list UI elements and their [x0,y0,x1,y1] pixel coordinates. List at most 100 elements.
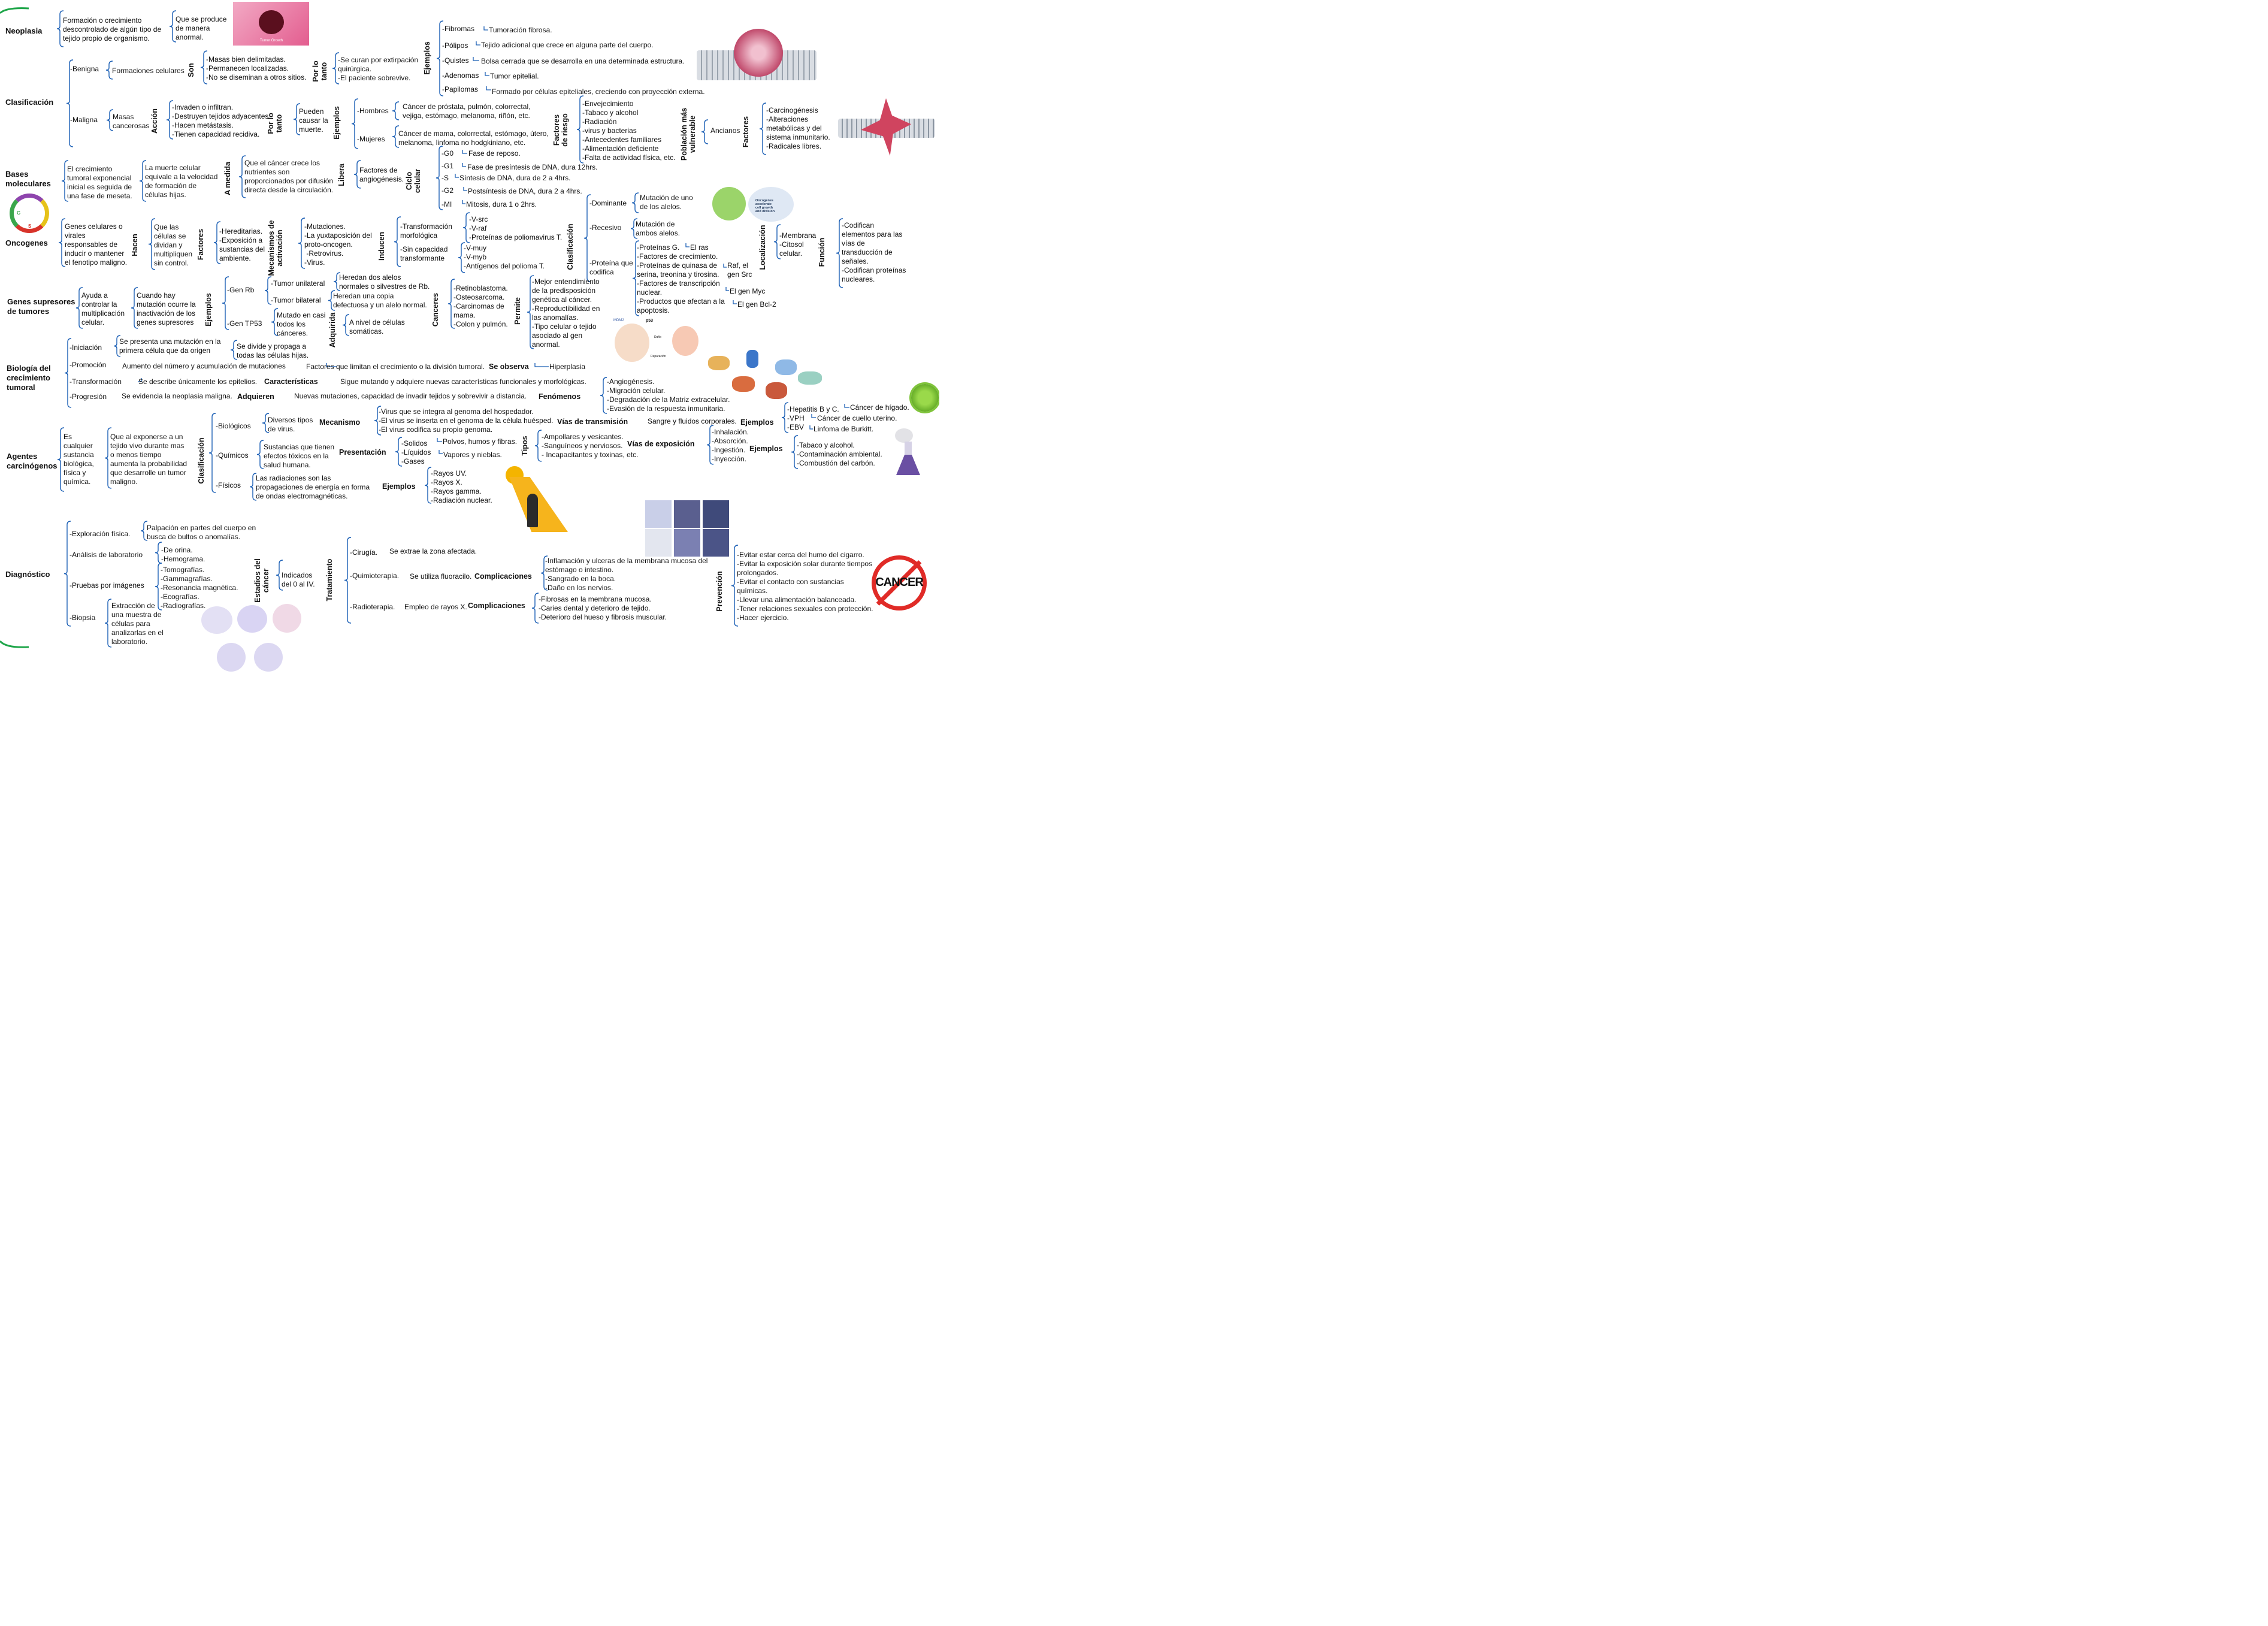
bracket-line [298,217,306,269]
bracket-line [148,218,156,270]
bracket-line [249,473,257,501]
benign-tumor-tissue-image [697,26,817,81]
lungs-icon [273,604,301,633]
cirugia-text: Se extrae la zona afectada. [389,547,477,555]
bases-label: Bases moleculares [5,170,51,188]
por-lo-tanto-label: Por lo tanto [312,61,328,82]
bracket-line [200,50,208,84]
localizacion-items: -Membrana -Citosol celular. [779,231,817,258]
tratamiento-label: Tratamiento [325,558,334,602]
bracket-line [392,101,400,120]
angiogenesis-label: Factores de angiogénesis. [359,166,404,183]
doctor-icon [217,643,246,672]
bracket-line [436,146,443,210]
ejemplos-virus-label: Ejemplos [740,418,774,427]
fisicos-label: -Físicos [216,481,241,489]
fenomenos-label: Fenómenos [539,392,581,401]
ct-scanner-icon [201,606,232,634]
tipos-label: Tipos [521,436,529,456]
hombres-label: -Hombres [357,107,389,115]
poblacion-label: Población más vulnerable [680,107,697,161]
pruebas-items: -Tomografías. -Gammagrafías. -Resonancia… [161,566,238,610]
analisis-label: -Análisis de laboratorio [69,551,143,559]
mutado-text: Mutado en casi todos los cánceres. [277,311,326,337]
bracket-line [706,425,714,465]
fenomenos-items: -Angiogénesis. -Migración celular. -Degr… [607,377,730,413]
oncogene-illustration: Oncogenes accelerate cell growth and div… [710,186,796,223]
bracket-line [351,98,359,149]
biologicos-text: Diversos tipos de virus. [268,416,313,433]
complicaciones-quimio-items: -Inflamación y ulceras de la membrana mu… [545,557,708,592]
bracket-line [332,52,340,84]
bracket-line [293,103,301,135]
connector-hook [326,363,337,367]
supresores-cuando: Cuando hay mutación ocurre la inactivaci… [137,291,196,327]
bracket-line [531,593,539,624]
adquirida-label: Adquirida [328,312,337,348]
bracket-line [632,240,640,316]
permite-label: Permite [513,297,522,325]
promocion-text: Aumento del número y acumulación de muta… [122,362,286,370]
factores-poblacion-label: Factores [742,116,750,148]
caracteristicas-label: Características [264,377,318,386]
phase-s-text: Síntesis de DNA, dura de 2 a 4hrs. [459,174,571,182]
ejemplos-fisicos-label: Ejemplos [382,482,416,491]
phase-mi: -MI [441,200,452,208]
bracket-line [104,599,112,648]
bracket-line [447,279,455,329]
connector-hook [809,425,813,430]
bracket-line [731,545,739,627]
phase-mi-text: Mitosis, dura 1 o 2hrs. [466,200,537,208]
transformacion-label: -Transformación [69,377,122,386]
phase-s: -S [441,174,449,182]
progresion-text: Se evidencia la neoplasia maligna. [122,392,232,400]
vias-exposicion-label: Vías de exposición [627,440,695,448]
quimicos-label: -Químicos [216,451,249,460]
oncogenes-definition: Genes celulares o virales responsables d… [65,222,128,267]
son-items: -Masas bien delimitadas. -Permanecen loc… [206,55,307,81]
no-cancer-sign: CANCER [872,555,927,610]
ultrasound-icon [237,605,267,633]
phase-g2-text: Postsíntesis de DNA, dura 2 a 4hrs. [468,187,582,195]
bracket-line [230,340,238,360]
image-caption: Tumor Growth [260,39,283,43]
hacen-text: Que las células se dividan y multiplique… [154,223,193,267]
mecanismo-items: -Virus que se integra al genoma del hosp… [379,407,554,434]
tipos-items: -Ampollares y vesicantes. -Sanguíneos y … [542,433,639,459]
presentacion-label: Presentación [339,448,386,457]
ex-quistes: -Quistes [442,56,469,65]
bracket-line [631,192,639,213]
complicaciones-radio-label: Complicaciones [468,602,525,610]
bracket-line [583,194,591,282]
p53-label: p53 [646,319,654,323]
dominante-text: Mutación de uno de los alelos. [640,194,693,211]
bases-exponencial: El crecimiento tumoral exponencial inici… [67,165,132,200]
connector-hook [439,450,443,454]
sin-capacidad-items: -V-muy -V-myb -Antígenos del polioma T. [464,244,545,270]
connector-hook [483,26,488,31]
vias-transmision-label: Vías de transmisión [557,418,628,426]
microscope-icon [254,643,283,672]
bracket-line [527,275,534,349]
bracket-line [64,338,72,408]
bracket-line [540,555,548,591]
connector-hook [725,287,729,291]
bracket-line [424,467,432,504]
accion-label: Acción [150,108,159,134]
son-label: Son [187,63,195,77]
cancer-sign-text: CANCER [875,576,924,589]
bracket-line [256,440,264,469]
ex-fibromas: -Fibromas [442,25,475,33]
cancer-cuello: Cáncer de cuello uterino. [817,414,897,422]
gen-myc: El gen Myc [730,287,766,295]
cycle-m-label: M [27,199,31,204]
tumor-progression-illustration [703,350,829,404]
mujeres-text: Cáncer de mama, colorrectal, estómago, ú… [398,129,549,147]
mind-map-canvas: { "neoplasia": { "label": "Neoplasia", "… [0,0,939,673]
reparacion-label: Reparación [651,355,666,358]
quimioterapia-label: -Quimioterapia. [350,572,400,580]
cancer-higado: Cáncer de hígado. [850,403,909,412]
bracket-line [238,155,246,198]
ejemplos-fisicos-items: -Rayos UV. -Rayos X. -Rayos gamma. -Radi… [431,469,492,504]
ex-papilomas: -Papilomas [442,85,479,93]
